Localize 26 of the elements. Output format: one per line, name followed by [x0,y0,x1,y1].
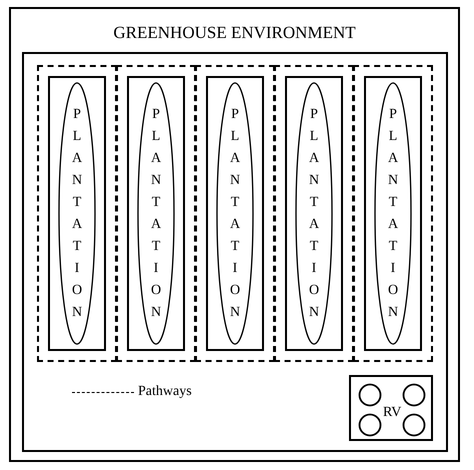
plant-bed [206,76,264,351]
plantation-ellipse [374,82,412,345]
pathway-area [195,65,275,362]
bed-label: PLANTATION [72,106,82,322]
greenhouse-frame [9,7,460,462]
vehicle-label: RV [383,405,402,421]
pathway-area [353,65,433,362]
plant-bed [127,76,185,351]
title: GREENHOUSE ENVIRONMENT [113,23,356,43]
bed-label: PLANTATION [230,106,240,322]
growing-area-box [22,52,448,452]
plantation-ellipse [137,82,175,345]
bed-label: PLANTATION [308,106,320,322]
bed-label: PLANTATION [150,106,162,322]
pathway-area [116,65,196,362]
bed-label: PLANTATION [388,106,398,322]
plant-bed [285,76,343,351]
plant-bed [364,76,422,351]
pathway-area [37,65,117,362]
vehicle-box [349,375,433,441]
plantation-ellipse [216,82,254,345]
pathway-area [274,65,354,362]
plantation-ellipse [58,82,96,345]
plantation-ellipse [295,82,333,345]
plant-bed [48,76,106,351]
legend-label: Pathways [138,384,192,400]
